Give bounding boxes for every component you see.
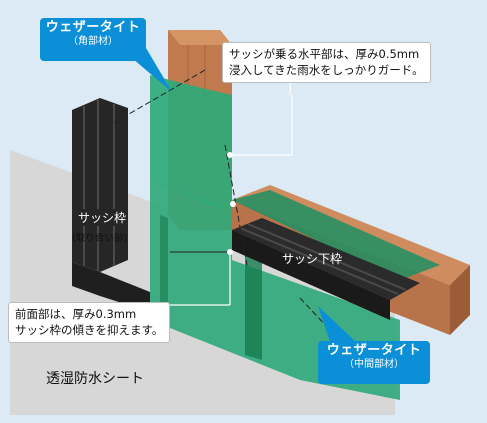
weathertight-corner-title: ウェザータイト (45, 20, 141, 35)
callout-bottom-line1: 前面部は、厚み0.3mm (15, 307, 137, 321)
sash-bottom-frame-shape (232, 218, 420, 300)
sash-corner-piece (72, 262, 150, 312)
sash-frame-label: サッシ枠 (76, 209, 129, 226)
weathertight-corner-tag: ウェザータイト （角部材） (40, 18, 146, 61)
callout-horizontal-part: サッシが乗る水平部は、厚み0.5mm 浸入してきた雨水をしっかりガード。 (222, 42, 431, 84)
callout-front-part: 前面部は、厚み0.3mm サッシ枠の傾きを抑えます。 (8, 302, 171, 344)
pointer-dot (227, 152, 233, 158)
sash-frame-sub-label: (取り合い部) (72, 230, 127, 244)
membrane-horizontal (232, 190, 440, 280)
callout-top-line2: 浸入してきた雨水をしっかりガード。 (229, 62, 424, 77)
sash-bottom-frame-text: サッシ下枠 (282, 252, 343, 266)
moisture-sheet-label: 透湿防水シート (46, 368, 144, 388)
sash-frame-sub: (取り合い部) (72, 233, 127, 244)
sash-frame-title: サッシ枠 (76, 209, 129, 226)
callout-bottom-line2: サッシ枠の傾きを抑えます。 (15, 322, 164, 337)
callout-top-line1: サッシが乗る水平部は、厚み0.5mm (229, 47, 420, 61)
weathertight-corner-sub: （角部材） (68, 35, 118, 47)
leader-line (109, 69, 206, 126)
sash-vertical-frame (72, 98, 128, 272)
weathertight-middle-tag: ウェザータイト （中間部材） (318, 341, 430, 384)
sash-bottom-frame-label: サッシ下枠 (282, 250, 342, 267)
moisture-sheet-text: 透湿防水シート (46, 371, 144, 387)
tag-pointer-middle (318, 306, 356, 342)
pointer-dot (227, 249, 233, 255)
weathertight-middle-title: ウェザータイト (326, 343, 422, 358)
weathertight-middle-sub: （中間部材） (344, 358, 404, 370)
pointer-dot (230, 201, 236, 207)
membrane-corner-vertical (150, 75, 232, 210)
